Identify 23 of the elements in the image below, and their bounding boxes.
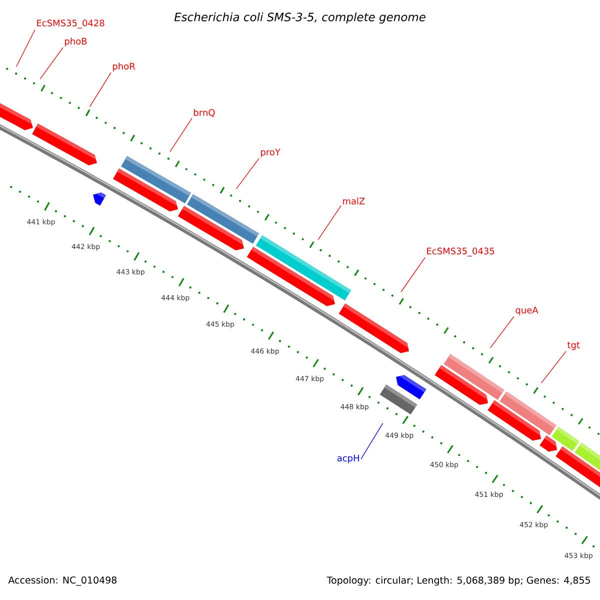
gene-label: malZ [343,198,365,204]
gene-label: queA [516,306,538,316]
leader-line [490,316,514,348]
gene-label: tgt [567,342,580,350]
leader-line [400,257,426,292]
leader-line [16,29,36,67]
gene-label: brnQ [194,109,215,117]
footer-text: Accession: NC_010498 [8,576,117,586]
gene-label: proY [261,148,280,158]
footer-text: Topology: circular; Length: 5,068,389 bp; Genes: 4,855 [326,576,590,586]
leader-line [236,158,260,190]
leader-line [40,47,64,80]
gene-label: EcSMS35_0428 [37,20,104,28]
gene-label: phoR [113,62,136,72]
gene-label: EcSMS35_0435 [427,248,494,256]
leader-line [360,422,384,460]
leader-line [318,205,342,240]
leader-line [170,118,192,152]
leader-line [540,350,566,384]
title: Escherichia coli SMS-3-5, complete genome [174,12,426,24]
gene-label: acpH [337,454,359,464]
gene-label: phoB [65,38,87,46]
leader-line [89,72,112,108]
